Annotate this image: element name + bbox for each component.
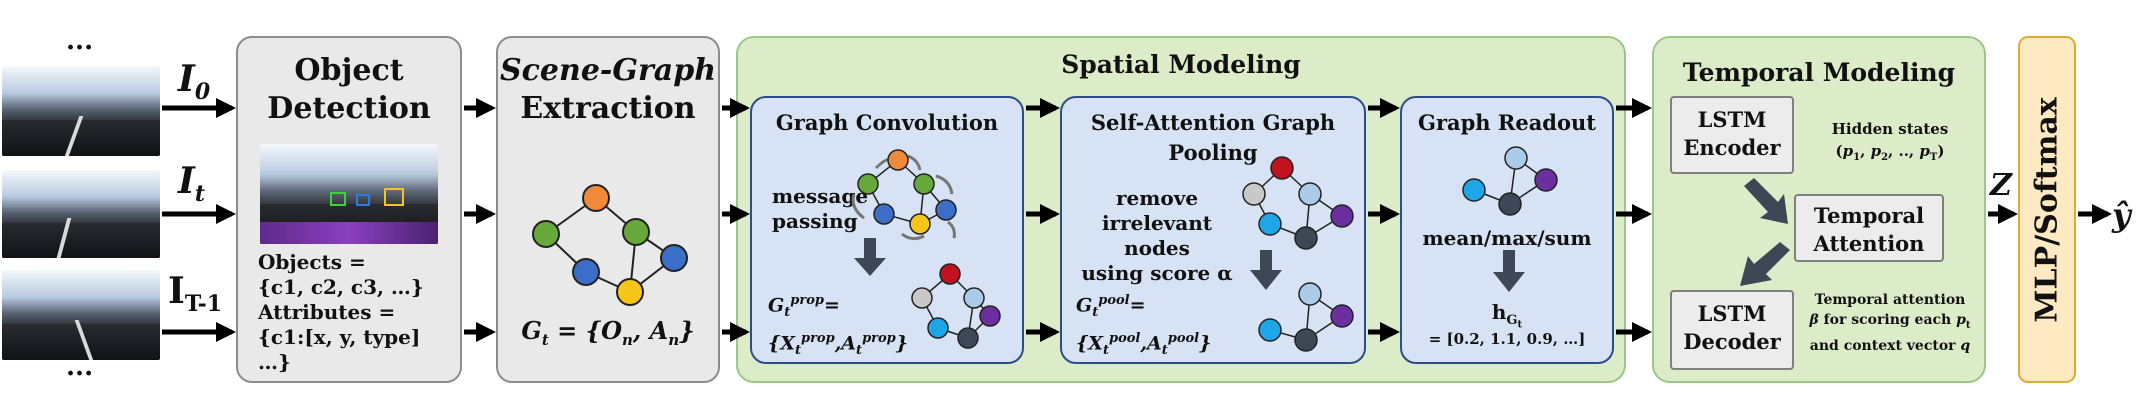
frame-label-t: It bbox=[178, 160, 206, 208]
output-label: ŷ bbox=[2112, 196, 2131, 234]
readout-vector: = [0.2, 1.1, 0.9, …] bbox=[1428, 330, 1586, 348]
pooling-formula: Gtpool= {Xtpool,Atpool} bbox=[1076, 293, 1212, 359]
graph-pooling-title: Self-Attention Graph Pooling bbox=[1090, 110, 1336, 165]
graph-readout-title: Graph Readout bbox=[1418, 110, 1596, 135]
readout-down-arrow bbox=[1493, 250, 1525, 292]
graph-convolution-box: Graph Convolution message passing bbox=[750, 96, 1024, 364]
hidden-states-text: Hidden states (p1, p2, .., pT) bbox=[1831, 120, 1949, 163]
scene-graph-box: Scene-Graph Extraction Gt = {On, An} bbox=[496, 36, 720, 383]
object-detection-box: Object Detection Objects = {c1, c2, c3, … bbox=[236, 36, 462, 383]
z-label: Z bbox=[1990, 168, 2012, 203]
frame-label-0: I0 bbox=[178, 58, 211, 106]
scene-graph-title: Scene-Graph Extraction bbox=[499, 53, 717, 126]
input-frame-t bbox=[2, 170, 160, 258]
readout-h-label: hGt bbox=[1491, 300, 1523, 331]
scene-graph-icon bbox=[532, 184, 688, 306]
encoder-to-attention-arrow bbox=[1744, 178, 1788, 224]
message-passing-graph-icon bbox=[851, 149, 1001, 349]
ellipsis-bottom: ... bbox=[66, 352, 94, 382]
graph-convolution-title: Graph Convolution bbox=[775, 110, 999, 135]
frame-label-t-minus-1: IT-1 bbox=[168, 270, 223, 318]
input-frame-0 bbox=[2, 66, 160, 156]
detection-image bbox=[260, 144, 438, 244]
scene-graph-formula: Gt = {On, An} bbox=[521, 316, 695, 349]
graph-pooling-box: Self-Attention Graph Pooling remove irre… bbox=[1060, 96, 1366, 364]
input-frame-t-minus-1 bbox=[2, 270, 160, 360]
readout-graph-icon bbox=[1462, 146, 1558, 216]
temporal-attention-note: Temporal attention β for scoring each pt… bbox=[1809, 292, 1971, 354]
attention-to-decoder-arrow bbox=[1740, 242, 1790, 286]
graph-readout-box: Graph Readout mean/max/sum hGt = [0.2, 1… bbox=[1400, 96, 1614, 364]
temporal-modeling-title: Temporal Modeling bbox=[1682, 58, 1956, 87]
object-detection-title: Object Detection bbox=[267, 53, 431, 126]
ellipsis-top: ... bbox=[66, 26, 94, 56]
readout-text: mean/max/sum bbox=[1422, 226, 1592, 250]
pooling-graph-icon bbox=[1242, 156, 1354, 352]
spatial-modeling-title: Spatial Modeling bbox=[1061, 50, 1301, 79]
graph-convolution-formula: Gtprop= {Xtprop,Atprop} bbox=[768, 293, 908, 359]
detection-text: Objects = {c1, c2, c3, …} Attributes = {… bbox=[258, 250, 424, 374]
pooling-text: remove irrelevant nodes using score α bbox=[1081, 186, 1233, 285]
mlp-softmax-box: MLP/Softmax bbox=[2018, 36, 2076, 383]
